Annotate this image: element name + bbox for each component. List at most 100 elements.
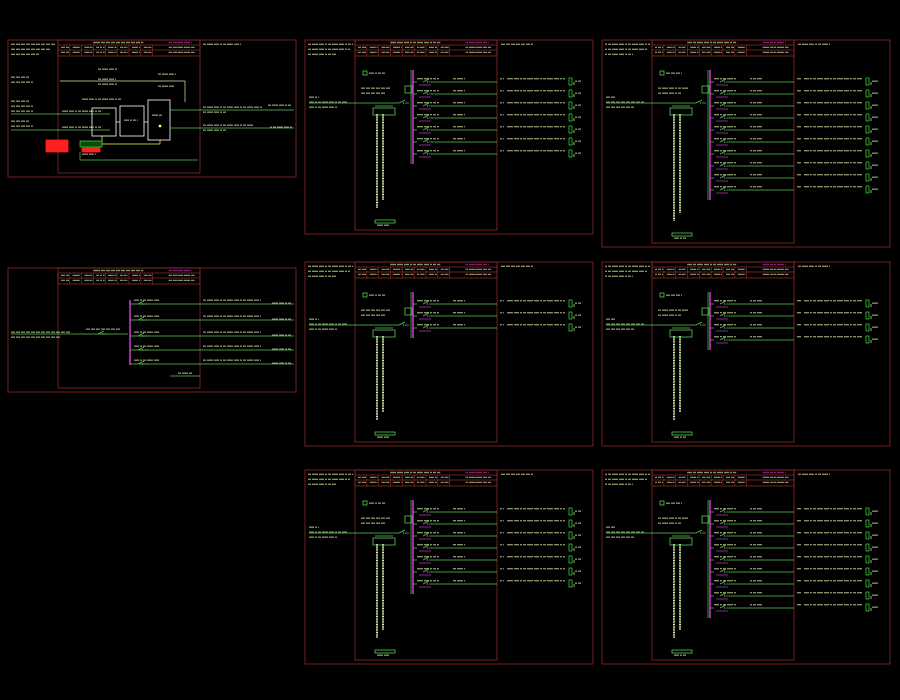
breaker-mark [101, 332, 104, 336]
spd-box [372, 107, 396, 116]
breaker-contact [137, 300, 145, 305]
outlet-icon [568, 77, 573, 86]
breaker-mark [426, 80, 429, 84]
outlet-icon [568, 555, 573, 564]
pe-bar [374, 219, 396, 224]
breaker-mark [723, 92, 726, 96]
meter-box [659, 70, 665, 76]
breaker-contact [695, 529, 703, 534]
breaker-contact [719, 324, 727, 329]
outlet-icon [865, 567, 870, 576]
breaker-mark [723, 104, 726, 108]
breaker-mark [723, 188, 726, 192]
breaker-mark [426, 140, 429, 144]
breaker-mark [426, 92, 429, 96]
sheet-frame [304, 261, 594, 447]
breaker-mark [723, 594, 726, 598]
outlet-icon [865, 543, 870, 552]
breaker-contact [422, 102, 430, 107]
breaker-mark [402, 531, 405, 535]
breaker-mark [426, 104, 429, 108]
outlet-icon [568, 519, 573, 528]
breaker-contact [719, 604, 727, 609]
sheet-board-3 [304, 261, 594, 447]
breaker-contact [422, 324, 430, 329]
meter-box [659, 292, 665, 298]
breaker-contact [422, 90, 430, 95]
pe-bar [671, 232, 693, 237]
breaker-mark [723, 534, 726, 538]
breaker-mark [426, 534, 429, 538]
spd-box [669, 107, 693, 116]
breaker-mark [426, 522, 429, 526]
sheet-frame [601, 261, 891, 447]
breaker-mark [699, 323, 702, 327]
outlet-icon [865, 137, 870, 146]
output-box [147, 99, 171, 141]
breaker-contact [719, 150, 727, 155]
breaker-contact [422, 78, 430, 83]
ats-switch-box [91, 107, 117, 137]
breaker-contact [137, 332, 145, 337]
breaker-contact [719, 174, 727, 179]
breaker-mark [141, 334, 144, 338]
breaker-mark [723, 176, 726, 180]
outlet-icon [865, 161, 870, 170]
breaker-mark [723, 314, 726, 318]
breaker-contact [719, 126, 727, 131]
breaker-mark [723, 558, 726, 562]
warning-note [81, 147, 101, 153]
outlet-icon [568, 137, 573, 146]
breaker-contact [719, 90, 727, 95]
breaker-contact [422, 580, 430, 585]
breaker-contact [422, 544, 430, 549]
sheet-frame [601, 39, 891, 248]
breaker-contact [719, 162, 727, 167]
outlet-icon [568, 579, 573, 588]
sheet-ats [7, 39, 297, 178]
breaker-mark [141, 348, 144, 352]
breaker-contact [719, 300, 727, 305]
outlet-icon [865, 311, 870, 320]
breaker-contact [422, 520, 430, 525]
breaker-contact [719, 114, 727, 119]
breaker-contact [719, 592, 727, 597]
panel-frame [57, 267, 201, 389]
ct-box [701, 307, 710, 316]
breaker-mark [402, 323, 405, 327]
sheet-frame [304, 469, 594, 665]
breaker-mark [723, 510, 726, 514]
breaker-mark [426, 302, 429, 306]
outlet-icon [865, 507, 870, 516]
panel-frame [57, 39, 201, 174]
breaker-mark [723, 582, 726, 586]
ct-box [701, 85, 710, 94]
outlet-icon [568, 149, 573, 158]
breaker-contact [719, 520, 727, 525]
ct-box [404, 85, 413, 94]
spd-box [372, 329, 396, 338]
breaker-mark [723, 80, 726, 84]
outlet-icon [865, 519, 870, 528]
pe-bar [374, 649, 396, 654]
breaker-mark [723, 152, 726, 156]
breaker-contact [719, 544, 727, 549]
outlet-icon [568, 101, 573, 110]
outlet-icon [865, 101, 870, 110]
sheet-frame [7, 267, 297, 393]
outlet-icon [865, 113, 870, 122]
sheet-frame [7, 39, 297, 178]
outlet-icon [568, 507, 573, 516]
outlet-icon [568, 113, 573, 122]
outlet-icon [865, 89, 870, 98]
sheet-board-6 [601, 469, 891, 665]
drawing-layer [7, 39, 891, 665]
breaker-mark [426, 510, 429, 514]
breaker-contact [719, 102, 727, 107]
breaker-contact [719, 336, 727, 341]
breaker-contact [719, 580, 727, 585]
controller-box [119, 105, 145, 137]
sheet-board-5 [304, 469, 594, 665]
sheet-board-4 [601, 261, 891, 447]
